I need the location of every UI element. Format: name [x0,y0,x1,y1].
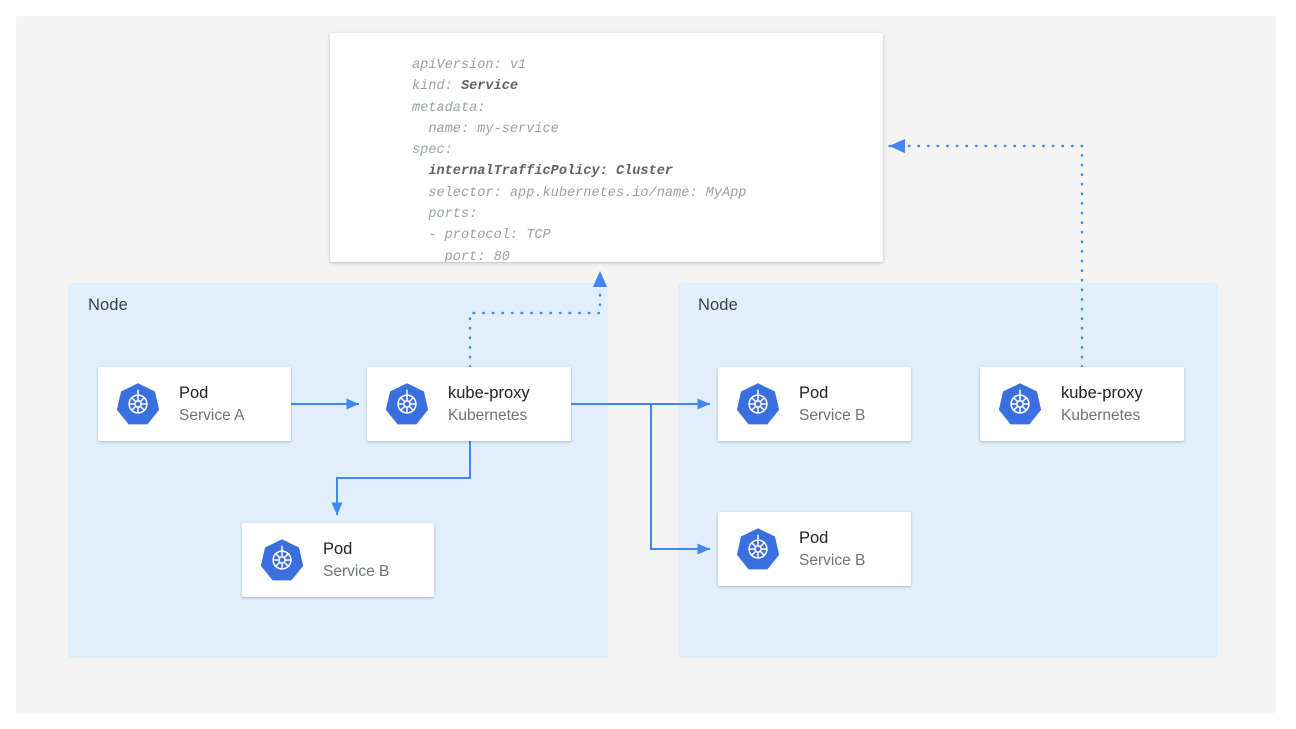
card-subtitle: Kubernetes [1061,406,1141,424]
kubernetes-icon [259,537,305,583]
card-title: Pod [323,539,353,558]
kubernetes-icon [997,381,1043,427]
card-pod-service-a[interactable]: Pod Service A [98,367,291,441]
card-text: Pod Service A [179,383,244,426]
card-kube-proxy-left[interactable]: kube-proxy Kubernetes [367,367,571,441]
card-text: Pod Service B [799,528,865,571]
card-pod-service-b-right-node-top[interactable]: Pod Service B [718,367,911,441]
service-manifest-code: apiVersion: v1 kind: Service metadata: n… [412,58,747,262]
card-title: Pod [179,383,209,402]
card-subtitle: Service A [179,406,245,424]
card-title: kube-proxy [1061,383,1143,402]
card-title: Pod [799,383,829,402]
service-manifest-panel: apiVersion: v1 kind: Service metadata: n… [330,33,883,262]
node-group-left: Node [68,283,608,658]
card-subtitle: Service B [323,562,390,580]
card-text: Pod Service B [799,383,865,426]
kubernetes-icon [115,381,161,427]
card-pod-service-b-right-node-bottom[interactable]: Pod Service B [718,512,911,586]
card-subtitle: Service B [799,406,866,424]
kubernetes-icon [735,381,781,427]
card-kube-proxy-right[interactable]: kube-proxy Kubernetes [980,367,1184,441]
kubernetes-icon [384,381,430,427]
card-text: kube-proxy Kubernetes [448,383,530,426]
card-text: Pod Service B [323,539,389,582]
card-title: kube-proxy [448,383,530,402]
card-text: kube-proxy Kubernetes [1061,383,1143,426]
node-group-right: Node [678,283,1218,658]
node-label-right: Node [698,296,738,314]
kubernetes-icon [735,526,781,572]
card-title: Pod [799,528,829,547]
card-pod-service-b-left-node[interactable]: Pod Service B [242,523,434,597]
card-subtitle: Kubernetes [448,406,528,424]
card-subtitle: Service B [799,551,866,569]
node-label-left: Node [88,296,128,314]
